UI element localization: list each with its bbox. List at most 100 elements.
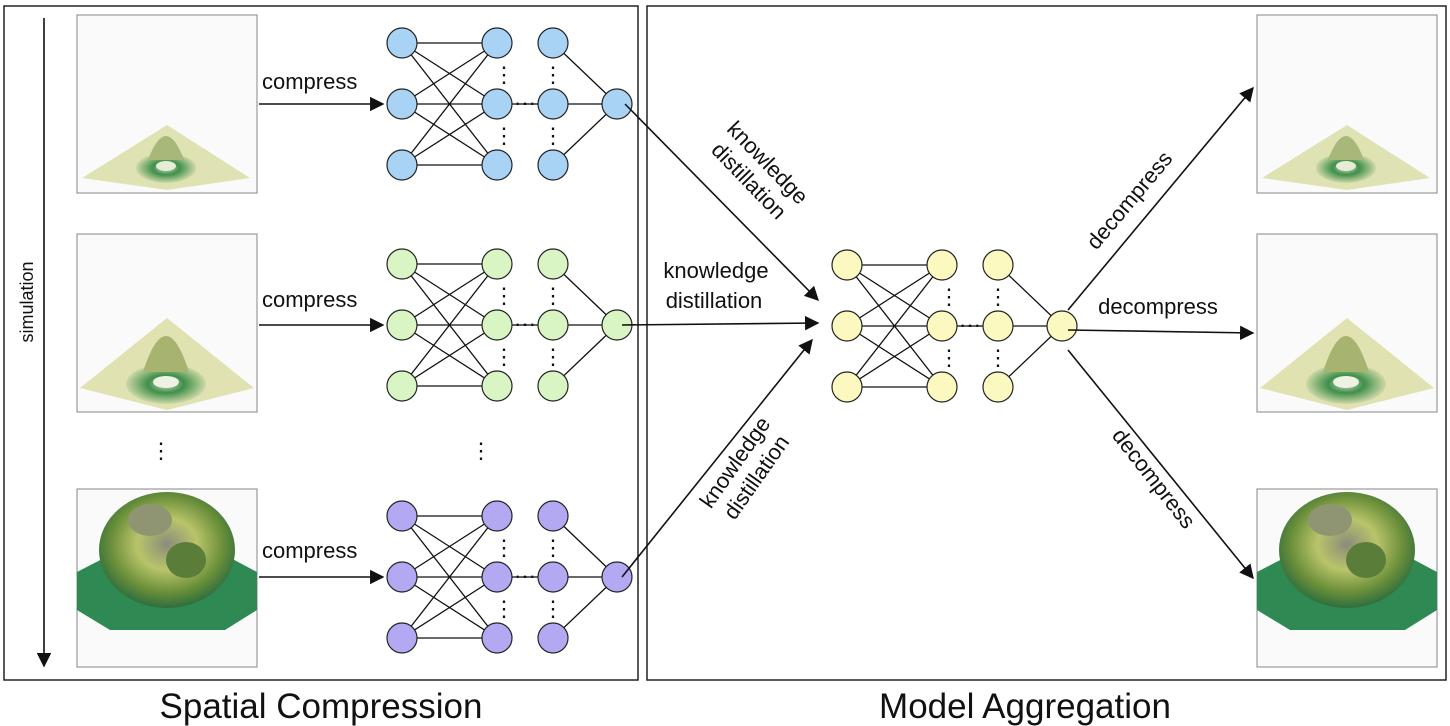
spatial-compression-panel — [3, 5, 639, 681]
thumbnail-mid — [76, 233, 258, 413]
green-network-vdots: ⋮ — [493, 344, 515, 369]
aggregated-network-node — [926, 310, 958, 342]
purple-network-node — [386, 500, 418, 532]
green-network-node — [481, 370, 513, 402]
decompress-label-2: decompress — [1098, 294, 1218, 319]
aggregated-network-node — [1046, 310, 1078, 342]
green-network-edge — [401, 263, 498, 387]
purple-network-vdots: ⋮ — [493, 596, 515, 621]
blue-network-vdots: ⋮ — [542, 123, 564, 148]
spatial-compression-title: Spatial Compression — [160, 687, 483, 726]
green-network-node — [537, 248, 569, 280]
blue-network-node — [601, 88, 633, 120]
aggregated-network-node — [831, 371, 863, 403]
purple-network-node — [481, 622, 513, 654]
aggregated-network-node — [982, 371, 1014, 403]
purple-network-edge — [401, 515, 498, 578]
aggregated-network-edge — [846, 264, 943, 327]
simulation-axis-label: simulation — [17, 261, 37, 342]
thumbnail-ellipsis: ⋮ — [150, 438, 172, 463]
aggregated-network-edge — [846, 264, 943, 388]
purple-network-edge — [401, 576, 498, 639]
blue-network-hdots: ··· — [514, 90, 536, 115]
green-network-node — [537, 309, 569, 341]
network-aggregated: ⋮ ⋮ ⋮ ⋮ ··· — [831, 249, 1078, 403]
green-network-node — [481, 309, 513, 341]
thumbnail-early — [76, 14, 258, 194]
network-blue: ⋮ ⋮ ⋮ ⋮ ··· — [386, 27, 633, 181]
aggregated-network-vdots: ⋮ — [987, 284, 1009, 309]
aggregated-network-vdots: ⋮ — [938, 284, 960, 309]
green-network-node — [537, 370, 569, 402]
network-ellipsis: ⋮ — [470, 438, 492, 463]
purple-network-node — [537, 561, 569, 593]
model-aggregation-panel — [646, 5, 1447, 681]
blue-network-vdots: ⋮ — [493, 62, 515, 87]
aggregated-network-vdots: ⋮ — [987, 345, 1009, 370]
model-aggregation-title: Model Aggregation — [879, 687, 1171, 726]
purple-network-node — [601, 561, 633, 593]
blue-network-vdots: ⋮ — [542, 62, 564, 87]
blue-network-node — [537, 149, 569, 181]
compress-label-3: compress — [262, 538, 357, 563]
aggregated-network-node — [926, 371, 958, 403]
purple-network-node — [386, 622, 418, 654]
distill-label-2b: distillation — [666, 288, 763, 313]
blue-network-node — [386, 27, 418, 59]
green-network-node — [386, 309, 418, 341]
purple-network-vdots: ⋮ — [493, 535, 515, 560]
network-purple: ⋮ ⋮ ⋮ ⋮ ··· — [386, 500, 633, 654]
compress-label-2: compress — [262, 287, 357, 312]
purple-network-node — [481, 500, 513, 532]
output-mid — [1256, 233, 1438, 413]
blue-network-edge — [401, 42, 498, 105]
green-network-vdots: ⋮ — [493, 283, 515, 308]
blue-network-node — [537, 88, 569, 120]
blue-network-node — [481, 27, 513, 59]
aggregated-network-edge — [846, 325, 943, 388]
purple-network-node — [537, 622, 569, 654]
distill-arrow-2 — [621, 315, 820, 331]
blue-network-node — [481, 149, 513, 181]
green-network-vdots: ⋮ — [542, 283, 564, 308]
green-network-edge — [401, 263, 498, 326]
network-green: ⋮ ⋮ ⋮ ⋮ ··· — [386, 248, 633, 402]
distill-arrow-1 — [624, 103, 820, 302]
aggregated-network-vdots: ⋮ — [938, 345, 960, 370]
thumbnail-late — [76, 488, 258, 668]
purple-network-node — [537, 500, 569, 532]
blue-network-vdots: ⋮ — [493, 123, 515, 148]
purple-network-node — [386, 561, 418, 593]
purple-network-vdots: ⋮ — [542, 535, 564, 560]
purple-network-vdots: ⋮ — [542, 596, 564, 621]
decompress-arrow-2 — [1067, 325, 1255, 340]
output-early — [1256, 14, 1438, 194]
distill-arrow-3 — [621, 338, 813, 578]
green-network-edge — [401, 324, 498, 387]
blue-network-edge — [401, 103, 498, 166]
distill-label-2a: knowledge — [663, 258, 768, 283]
decompress-arrow-1 — [1067, 86, 1254, 311]
blue-network-node — [537, 27, 569, 59]
green-network-hdots: ··· — [514, 311, 536, 336]
aggregated-network-node — [831, 249, 863, 281]
aggregated-network-node — [926, 249, 958, 281]
aggregated-network-node — [831, 310, 863, 342]
decompress-label-3: decompress — [1107, 423, 1200, 533]
green-network-node — [386, 248, 418, 280]
decompress-arrow-3 — [1067, 349, 1254, 580]
purple-network-node — [481, 561, 513, 593]
green-network-vdots: ⋮ — [542, 344, 564, 369]
blue-network-node — [481, 88, 513, 120]
distill-label-1: knowledge distillation — [706, 116, 813, 224]
purple-network-hdots: ··· — [514, 563, 536, 588]
compress-label-1: compress — [262, 69, 357, 94]
aggregated-network-node — [982, 249, 1014, 281]
green-network-node — [481, 248, 513, 280]
aggregated-network-node — [982, 310, 1014, 342]
aggregated-network-hdots: ··· — [959, 312, 981, 337]
decompress-label-1: decompress — [1081, 146, 1177, 254]
blue-network-node — [386, 88, 418, 120]
green-network-node — [386, 370, 418, 402]
